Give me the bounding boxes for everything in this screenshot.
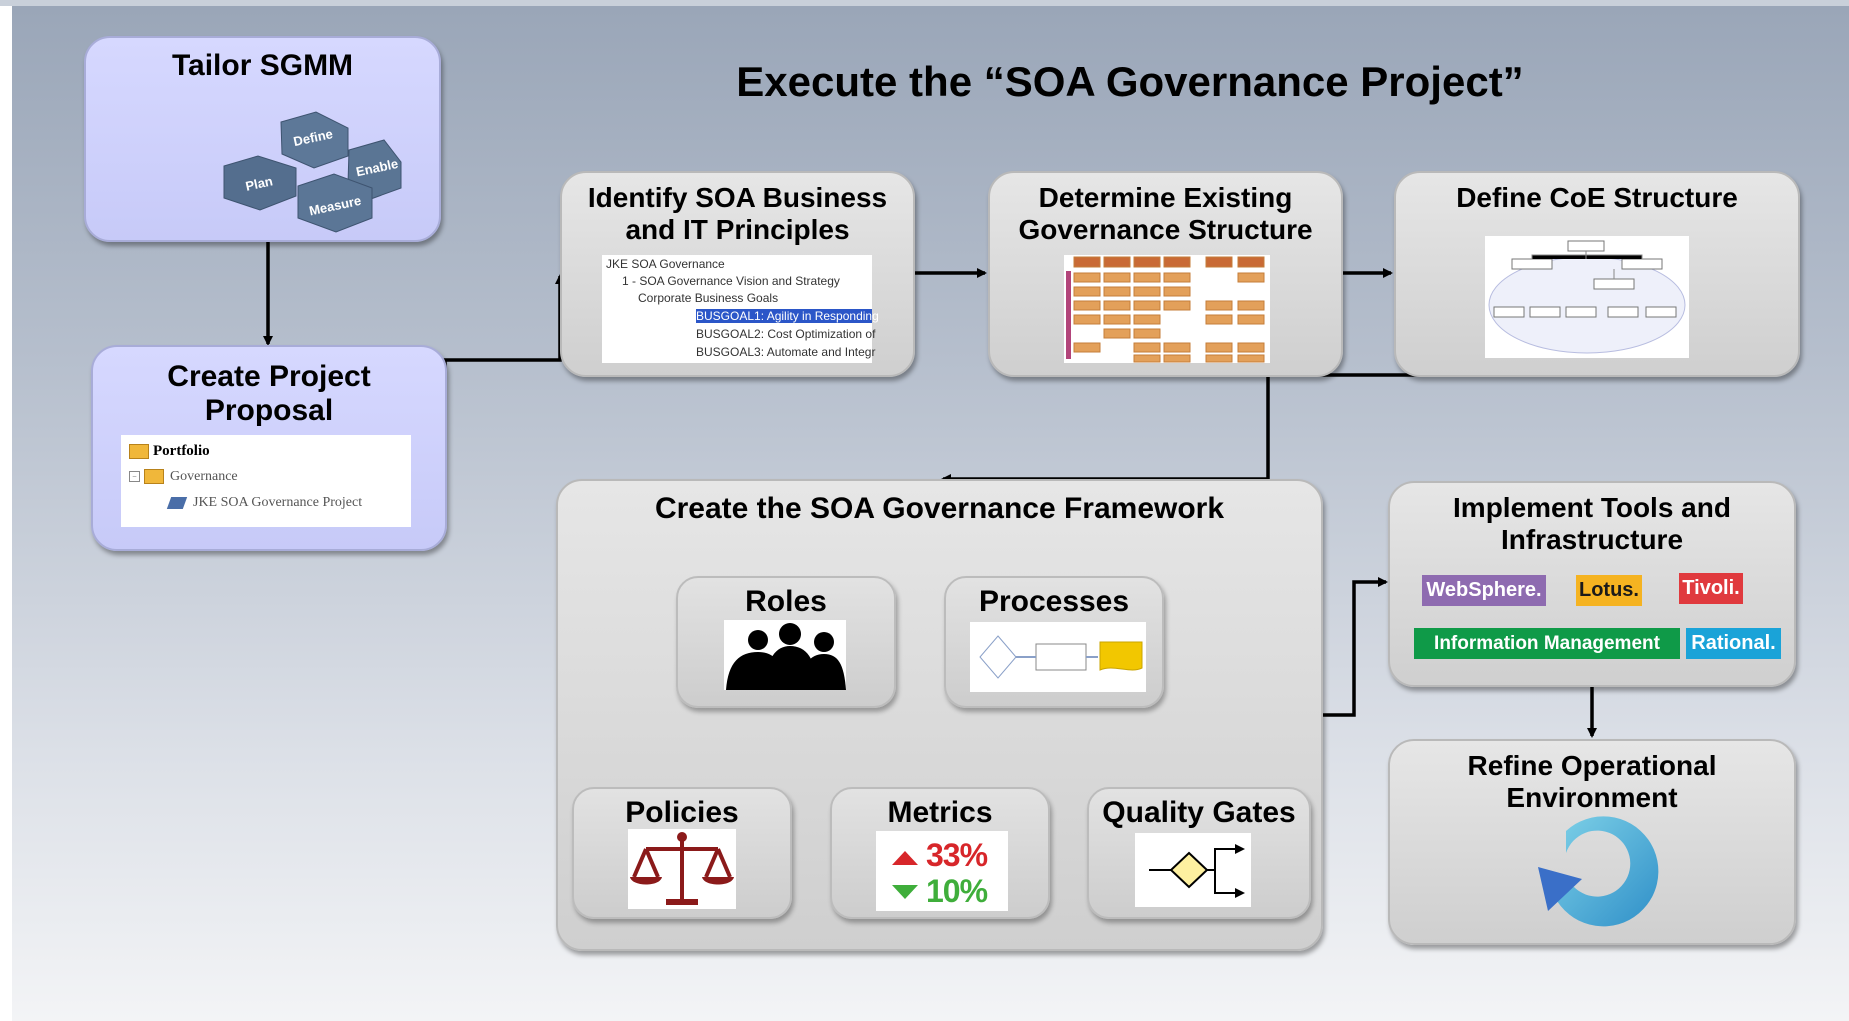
coe-structure-thumbnail — [1485, 236, 1689, 358]
metrics-card: Metrics 33% 10% — [830, 787, 1050, 919]
tailor-sgmm-box: Tailor SGMM Define Enable Plan Measure — [84, 36, 441, 242]
tree-portfolio: Portfolio — [153, 443, 210, 459]
define-coe-box: Define CoE Structure — [1394, 171, 1800, 377]
metric-down-arrow-icon — [892, 885, 918, 899]
rational-logo: Rational. — [1686, 628, 1781, 659]
arrow-framework-to-implement — [1322, 577, 1388, 717]
tree-row-6: BUSGOAL3: Automate and Integr — [696, 345, 876, 359]
roles-title: Roles — [745, 585, 827, 618]
tree-project: JKE SOA Governance Project — [193, 495, 363, 510]
implement-title-1: Implement Tools and — [1453, 492, 1731, 523]
collapse-icon: − — [129, 471, 140, 483]
metric-up-arrow-icon — [892, 851, 918, 865]
implement-box: Implement Tools and Infrastructure WebSp… — [1388, 481, 1796, 687]
refine-title-1: Refine Operational — [1467, 750, 1717, 781]
metrics-title: Metrics — [887, 796, 993, 829]
identify-title-2: and IT Principles — [625, 214, 850, 245]
project-icon — [166, 496, 188, 509]
roles-card: Roles — [676, 576, 896, 708]
tree-row-2: 1 - SOA Governance Vision and Strategy — [622, 274, 840, 288]
tree-row-3: Corporate Business Goals — [638, 291, 779, 305]
websphere-logo: WebSphere. — [1422, 575, 1546, 606]
portfolio-tree: Portfolio − Governance JKE SOA Governance… — [121, 435, 411, 527]
processes-title: Processes — [978, 585, 1130, 618]
quality-gates-card: Quality Gates — [1087, 787, 1311, 919]
policies-card: Policies — [572, 787, 792, 919]
lotus-logo: Lotus. — [1576, 575, 1642, 606]
define-coe-title: Define CoE Structure — [1456, 182, 1738, 213]
tree-row-4-selected: BUSGOAL1: Agility in Responding — [696, 309, 879, 323]
identify-box: Identify SOA Business and IT Principles … — [560, 171, 915, 377]
tree-row-5: BUSGOAL2: Cost Optimization of — [696, 327, 876, 341]
identify-title-1: Identify SOA Business — [587, 182, 888, 213]
decision-gate-icon — [1135, 833, 1251, 907]
people-silhouette-icon — [724, 620, 846, 690]
determine-box: Determine Existing Governance Structure — [988, 171, 1343, 377]
slide-top-strip — [0, 0, 1849, 6]
implement-title-2: Infrastructure — [1500, 524, 1684, 555]
create-project-box: Create Project Proposal Portfolio − Gover… — [91, 345, 447, 551]
processes-card: Processes — [944, 576, 1164, 708]
metric-down-value: 10% — [926, 873, 988, 909]
tivoli-logo: Tivoli. — [1679, 573, 1743, 604]
hex-plan — [223, 155, 297, 211]
refine-box: Refine Operational Environment — [1388, 739, 1796, 945]
information-management-logo: Information Management — [1414, 628, 1680, 659]
scales-icon — [628, 829, 736, 909]
determine-title-1: Determine Existing — [1038, 182, 1293, 213]
policies-title: Policies — [625, 796, 739, 829]
refresh-cycle-icon — [1538, 816, 1659, 927]
refine-title-2: Environment — [1506, 782, 1678, 813]
quality-gates-title: Quality Gates — [1102, 796, 1296, 829]
tree-row-1: JKE SOA Governance — [606, 257, 725, 271]
sgmm-hexagons: Define Enable Plan Measure — [223, 111, 402, 233]
create-project-title-2: Proposal — [204, 394, 334, 427]
hex-define — [280, 111, 349, 169]
determine-title-2: Governance Structure — [1018, 214, 1313, 245]
arrow-proposal-to-identify — [443, 274, 565, 448]
page-title: Execute the “SOA Governance Project” — [736, 58, 1524, 105]
create-project-title-1: Create Project — [167, 360, 371, 393]
hex-plan-label: Plan — [244, 173, 274, 193]
metric-up-value: 33% — [926, 837, 988, 873]
folder-icon — [129, 444, 149, 460]
framework-title: Create the SOA Governance Framework — [654, 492, 1225, 525]
principles-tree: JKE SOA Governance 1 - SOA Governance Vi… — [602, 255, 879, 363]
governance-structure-thumbnail — [1064, 255, 1270, 363]
folder-icon — [144, 469, 164, 485]
tree-governance: Governance — [170, 469, 238, 484]
hex-measure — [297, 173, 373, 233]
tailor-sgmm-title: Tailor SGMM — [171, 49, 354, 82]
process-flow-icon — [970, 622, 1146, 692]
framework-box: Create the SOA Governance Framework Role… — [556, 479, 1323, 951]
arrow-define-to-framework — [941, 373, 1596, 484]
